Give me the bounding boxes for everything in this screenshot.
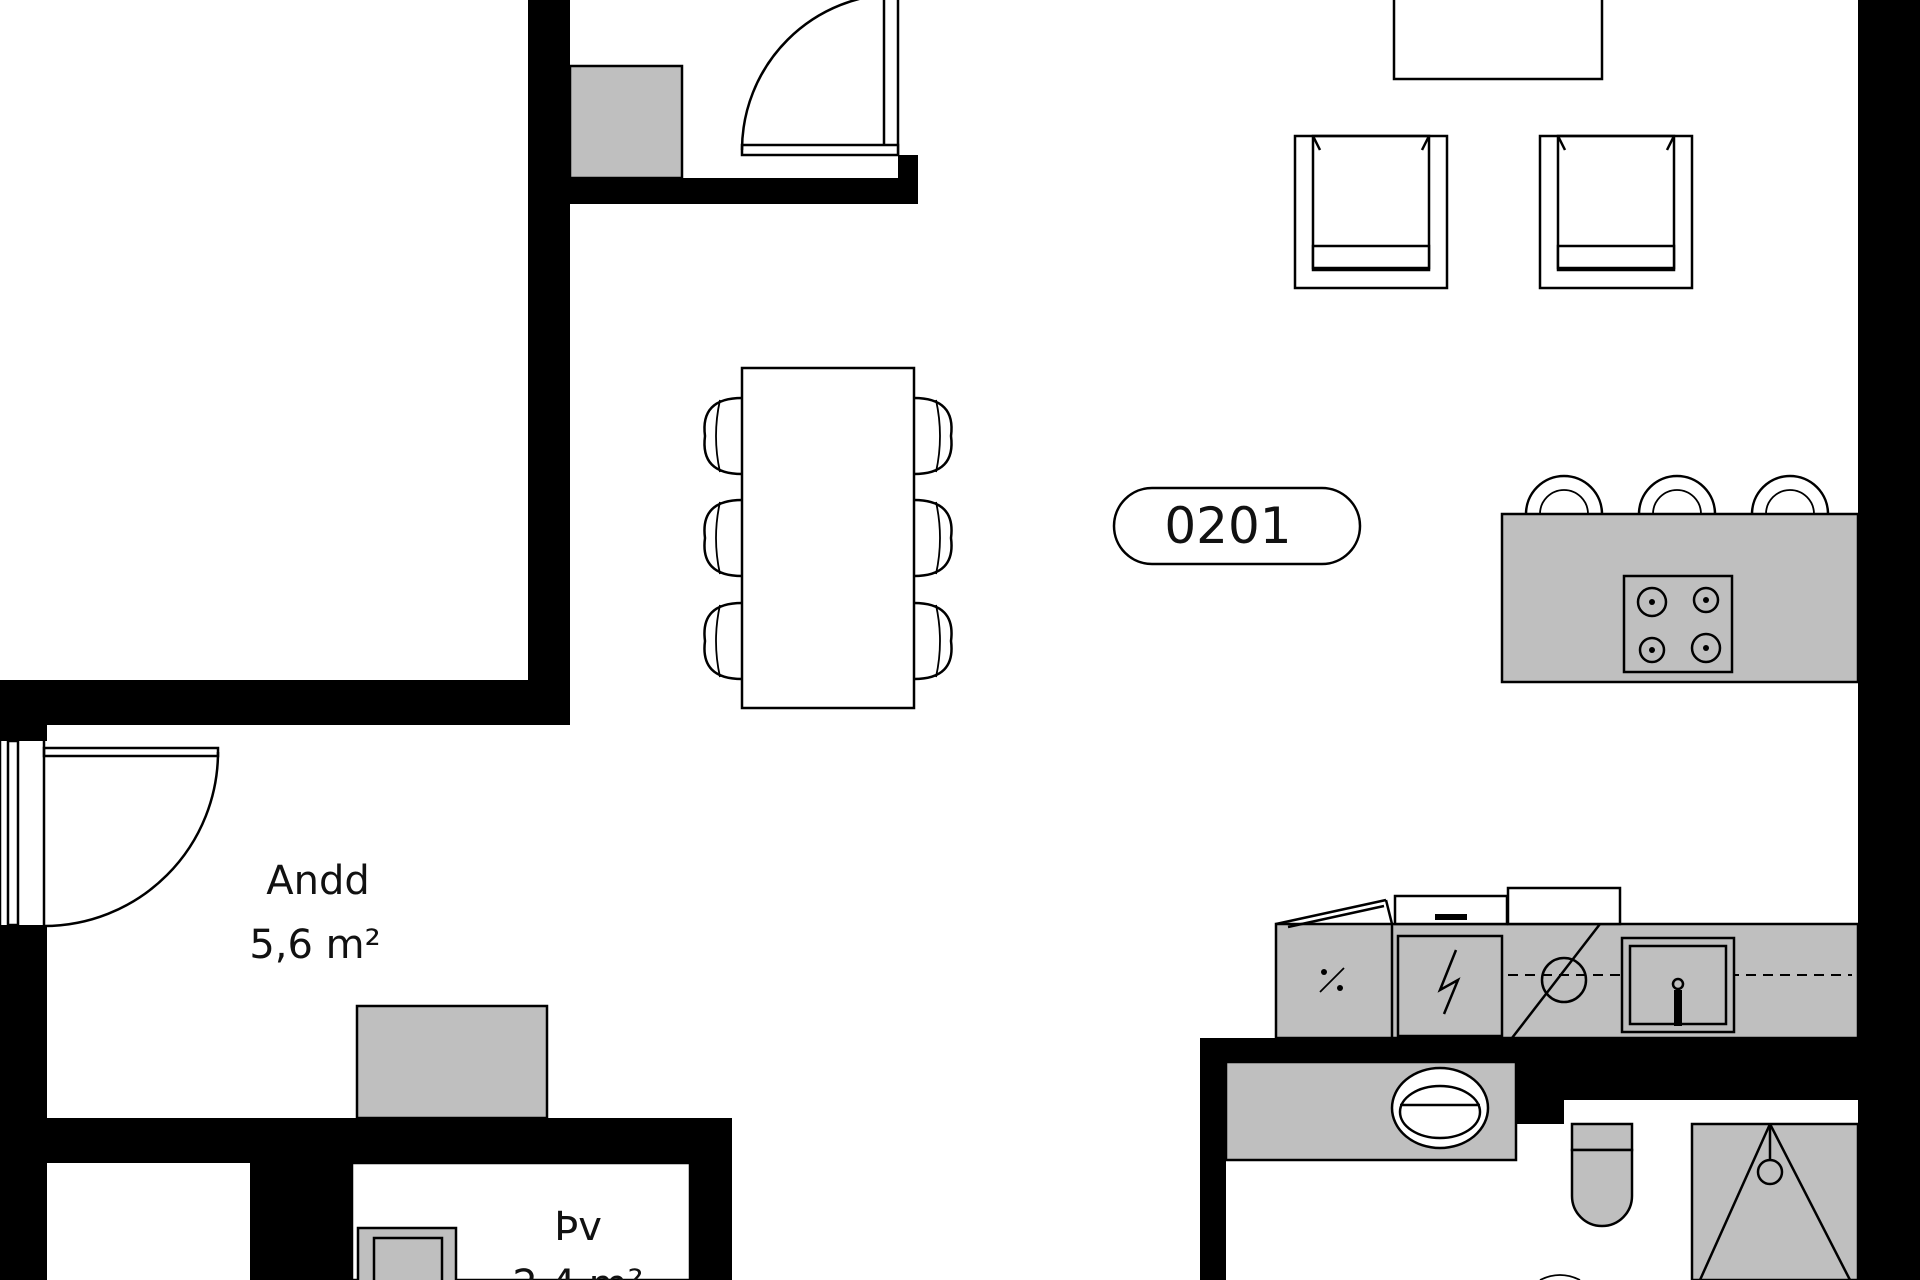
wall-bathroom-left [1200,1038,1226,1280]
entrance-room-name: Andd [266,858,370,904]
kitchen-counter [1274,922,1860,1040]
dining-chair [703,601,743,681]
bathroom-label-fragment [1539,1274,1581,1280]
bar-stools [1524,474,1830,515]
lightning-icon [1437,949,1461,1015]
closet-door[interactable] [740,0,900,157]
wall-closet-bottom [528,178,918,204]
wall-closet-jamb [898,155,918,204]
freezer-icon [1319,967,1345,993]
storage-room-name: Þv [554,1204,602,1250]
bar-stool [1637,474,1717,515]
unit-tag: 0201 [1112,486,1362,566]
armchair-right [1538,134,1694,290]
entrance-door[interactable] [0,739,220,928]
entrance-room-area: 5,6 m² [249,922,380,968]
kitchen-sink [1620,936,1736,1034]
wall-storage-left [250,1118,352,1280]
shower [1690,1122,1860,1280]
dining-chair [703,498,743,578]
dining-chairs [703,396,953,681]
closet-wardrobe [568,64,684,180]
wall-left-lower [0,925,47,1280]
tv-unit [1392,0,1604,81]
dining-chair [703,396,743,476]
wall-left-upper [528,0,570,725]
bar-stool [1750,474,1830,515]
utility-sink [356,1226,458,1280]
wall-bedroom-bottom [0,680,570,725]
unit-number: 0201 [1164,497,1291,555]
dining-chair [913,498,953,578]
fridge [1275,898,1394,1038]
entrance-cabinet [355,1004,549,1120]
armchair-left [1293,134,1449,290]
dining-chair [913,601,953,681]
wall-left-door-jamb [0,725,47,741]
storage-room-area: 2,4 m² [512,1262,643,1280]
wall-entrance-bottom [0,1118,732,1163]
dining-table [740,366,916,710]
bathroom-sink [1390,1066,1490,1150]
dining-chair [913,396,953,476]
toilet [1570,1122,1634,1228]
wall-storage-right [690,1118,732,1280]
cooktop [1622,574,1734,674]
oven [1506,886,1622,1039]
dishwasher [1393,894,1509,1038]
bar-stool [1524,474,1604,515]
wall-bathroom-inner [1516,1038,1564,1124]
